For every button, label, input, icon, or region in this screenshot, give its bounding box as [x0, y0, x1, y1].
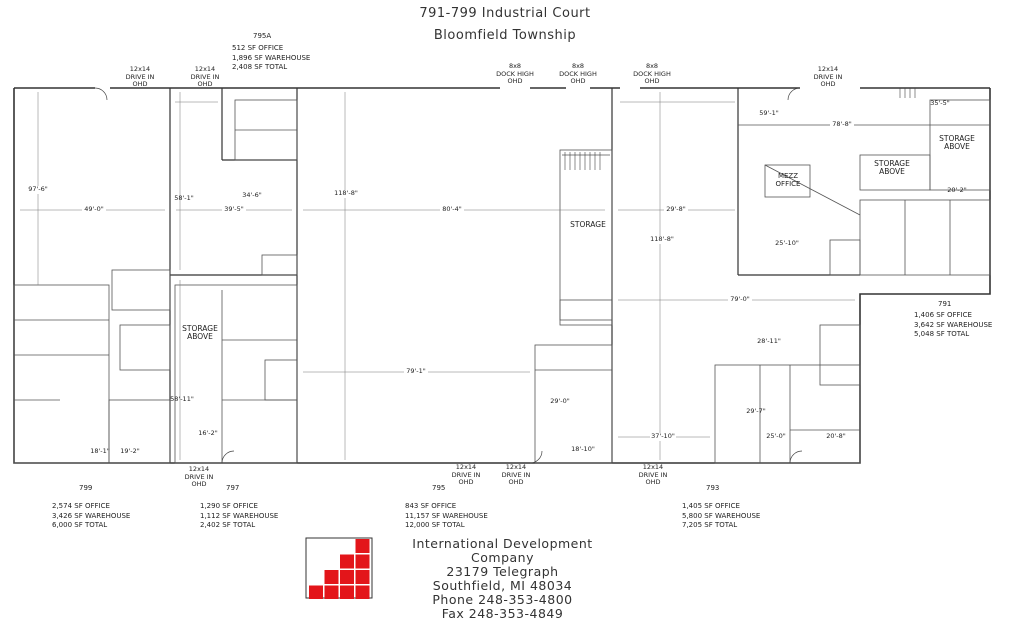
- company-city: Southfield, MI 48034: [432, 578, 573, 593]
- unit-stats-793: 1,405 SF OFFICE 5,800 SF WAREHOUSE 7,205…: [682, 502, 761, 529]
- dimension-label: 59'-1": [759, 109, 779, 117]
- dimension-label: 78'-8": [830, 120, 854, 129]
- dimension-label: 49'-0": [82, 205, 106, 214]
- interior-walls: [13, 99, 991, 464]
- dimension-label: 29'-0": [550, 397, 570, 405]
- company-info: International Development Company 23179 …: [380, 537, 625, 621]
- dimension-label: 20'-8": [824, 432, 848, 441]
- dimension-label: 28'-11": [757, 337, 781, 345]
- dimension-label: 19'-2": [120, 447, 140, 455]
- dimension-label: 34'-6": [242, 191, 262, 199]
- dimension-label: 39'-5": [222, 205, 246, 214]
- company-street: 23179 Telegraph: [446, 564, 559, 579]
- dimension-label: 18'-1": [90, 447, 110, 455]
- unit-number-797: 797: [226, 484, 240, 492]
- dimension-label: 118'-8": [334, 189, 358, 198]
- logo-block: [340, 585, 354, 599]
- logo-block: [324, 570, 339, 584]
- dimension-label: 80'-4": [440, 205, 464, 214]
- dimension-label: 20'-2": [947, 186, 967, 194]
- dimension-label: 118'-8": [650, 235, 674, 244]
- dimension-label: 35'-5": [930, 99, 950, 107]
- logo-block: [309, 585, 323, 599]
- company-logo: [305, 537, 373, 599]
- unit-stats-791: 1,406 SF OFFICE 3,642 SF WAREHOUSE 5,048…: [914, 311, 993, 338]
- dimension-label: 25'-0": [764, 432, 788, 441]
- page-title: 791-799 Industrial Court: [419, 6, 591, 21]
- company-phone: Phone 248-353-4800: [432, 592, 573, 607]
- dimension-label: 58'-11": [170, 395, 194, 403]
- dimension-label: 58'-1": [174, 194, 194, 202]
- dimension-label: 79'-1": [404, 367, 428, 376]
- unit-number-791: 791: [938, 300, 952, 308]
- dimension-label: 16'-2": [198, 429, 218, 437]
- dimension-label: 18'-10": [571, 445, 595, 453]
- dimension-lines: [20, 92, 855, 460]
- logo-block: [355, 585, 370, 599]
- unit-number-795: 795: [432, 484, 446, 492]
- unit-stats-795a: 512 SF OFFICE 1,896 SF WAREHOUSE 2,408 S…: [232, 44, 311, 71]
- logo-block: [355, 539, 370, 553]
- dimension-label: 79'-0": [728, 295, 752, 304]
- company-fax: Fax 248-353-4849: [441, 606, 564, 621]
- page-subtitle: Bloomfield Township: [433, 28, 577, 43]
- logo-block: [355, 570, 370, 584]
- unit-number-793: 793: [706, 484, 720, 492]
- door-swings: [94, 87, 803, 464]
- dimension-label: 25'-10": [775, 239, 799, 247]
- unit-number-799: 799: [79, 484, 93, 492]
- dimension-label: 97'-6": [26, 185, 50, 194]
- unit-number-795a: 795A: [253, 32, 272, 40]
- logo-block: [355, 554, 370, 569]
- dimension-label: 29'-7": [746, 407, 766, 415]
- stairs: [564, 88, 916, 170]
- room-label-storage: STORAGE: [570, 220, 606, 229]
- company-name: International Development Company: [412, 536, 593, 565]
- logo-block: [340, 570, 354, 584]
- unit-stats-797: 1,290 SF OFFICE 1,112 SF WAREHOUSE 2,402…: [200, 502, 279, 529]
- unit-stats-795: 843 SF OFFICE 11,157 SF WAREHOUSE 12,000…: [405, 502, 488, 529]
- dimension-label: 29'-8": [664, 205, 688, 214]
- logo-block: [324, 585, 339, 599]
- unit-stats-799: 2,574 SF OFFICE 3,426 SF WAREHOUSE 6,000…: [52, 502, 131, 529]
- logo-block: [340, 554, 354, 569]
- dimension-label: 37'-10": [650, 432, 676, 441]
